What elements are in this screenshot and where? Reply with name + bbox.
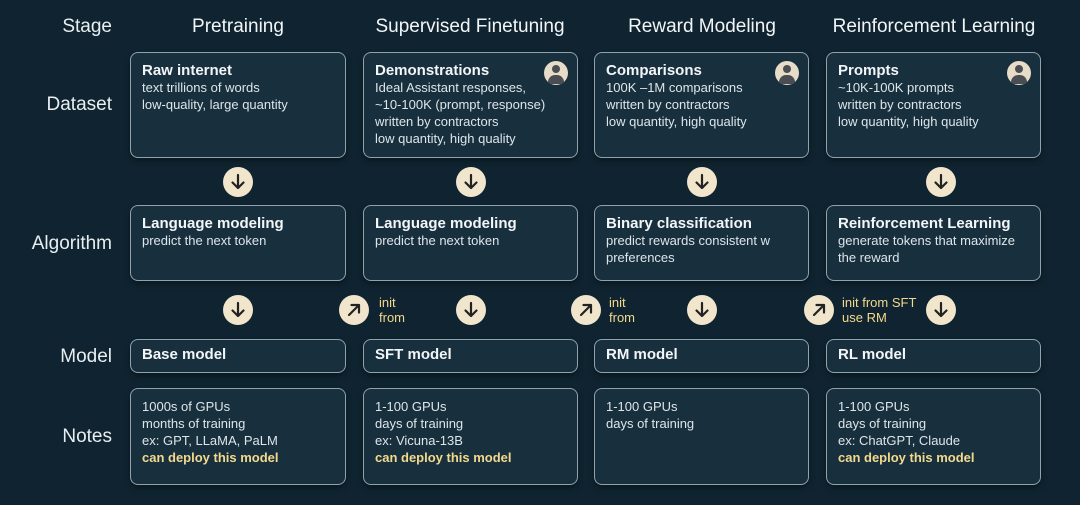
notes-line: days of training (375, 416, 464, 431)
notes-line: 1-100 GPUs (375, 399, 447, 414)
stage-title-rm: Reward Modeling (628, 16, 776, 37)
dataset-title: Demonstrations (375, 62, 490, 79)
algorithm-card-pretraining: Language modeling predict the next token (130, 205, 346, 281)
deploy-note: can deploy this model (375, 450, 512, 465)
init-label-sft: init from (379, 295, 405, 325)
notes-line: ex: Vicuna-13B (375, 433, 463, 448)
stage-title-sft: Supervised Finetuning (375, 16, 565, 37)
notes-line: days of training (606, 416, 695, 431)
arrow-down-icon (456, 295, 486, 325)
dataset-line: low quantity, high quality (375, 131, 516, 146)
model-card-rm: RM model (594, 339, 809, 373)
algorithm-line: generate tokens that maximize (838, 233, 1016, 248)
notes-line: ex: ChatGPT, Claude (838, 433, 961, 448)
dataset-line: written by contractors (375, 114, 499, 129)
row-label-dataset: Dataset (46, 94, 112, 115)
algorithm-line: predict the next token (375, 233, 500, 248)
person-icon (1007, 61, 1031, 85)
notes-line: 1-100 GPUs (606, 399, 678, 414)
dataset-card-rl: Prompts ~10K-100K prompts written by con… (826, 52, 1041, 158)
arrow-up-right-icon (571, 295, 601, 325)
notes-card-rl: 1-100 GPUs days of training ex: ChatGPT,… (826, 388, 1041, 485)
algorithm-title: Binary classification (606, 215, 752, 232)
notes-line: days of training (838, 416, 927, 431)
dataset-line: written by contractors (606, 97, 730, 112)
dataset-line: Ideal Assistant responses, (375, 80, 527, 95)
arrow-down-icon (223, 167, 253, 197)
person-icon (544, 61, 568, 85)
model-card-rl: RL model (826, 339, 1041, 373)
stage-title-rl: Reinforcement Learning (832, 16, 1036, 37)
dataset-line: 100K –1M comparisons (606, 80, 743, 95)
algorithm-line: preferences (606, 250, 675, 265)
algorithm-title: Reinforcement Learning (838, 215, 1011, 232)
init-label-line: init (379, 295, 396, 310)
row-label-model: Model (60, 346, 112, 367)
dataset-card-rm: Comparisons 100K –1M comparisons written… (594, 52, 809, 158)
algorithm-title: Language modeling (375, 215, 517, 232)
dataset-line: ~10K-100K prompts (838, 80, 954, 95)
algorithm-card-rl: Reinforcement Learning generate tokens t… (826, 205, 1041, 281)
dataset-line: written by contractors (838, 97, 962, 112)
init-label-rm: init from (609, 295, 635, 325)
dataset-card-sft: Demonstrations Ideal Assistant responses… (363, 52, 578, 158)
notes-line: 1-100 GPUs (838, 399, 910, 414)
dataset-card-pretraining: Raw internet text trillions of words low… (130, 52, 346, 158)
notes-line: ex: GPT, LLaMA, PaLM (142, 433, 278, 448)
algorithm-line: the reward (838, 250, 900, 265)
dataset-line: low quantity, high quality (606, 114, 747, 129)
arrow-down-icon (926, 295, 956, 325)
deploy-note: can deploy this model (838, 450, 975, 465)
algorithm-card-sft: Language modeling predict the next token (363, 205, 578, 281)
init-label-line: init from SFT (842, 295, 917, 310)
dataset-line: text trillions of words (142, 80, 260, 95)
init-label-line: from (609, 310, 635, 325)
stage-title-pretraining: Pretraining (192, 16, 284, 37)
arrow-down-icon (687, 295, 717, 325)
algorithm-line: predict rewards consistent w (606, 233, 771, 248)
algorithm-line: predict the next token (142, 233, 267, 248)
arrow-up-right-icon (339, 295, 369, 325)
row-label-stage: Stage (62, 16, 112, 37)
algorithm-card-rm: Binary classification predict rewards co… (594, 205, 809, 281)
init-label-line: from (379, 310, 405, 325)
model-name: RL model (838, 346, 907, 363)
arrow-down-icon (223, 295, 253, 325)
person-icon (775, 61, 799, 85)
dataset-title: Comparisons (606, 62, 702, 79)
model-card-sft: SFT model (363, 339, 578, 373)
arrow-up-right-icon (804, 295, 834, 325)
init-label-rl: init from SFT use RM (842, 295, 916, 325)
dataset-line: low quantity, high quality (838, 114, 979, 129)
notes-line: months of training (142, 416, 246, 431)
notes-card-rm: 1-100 GPUs days of training (594, 388, 809, 485)
notes-card-sft: 1-100 GPUs days of training ex: Vicuna-1… (363, 388, 578, 485)
model-name: RM model (606, 346, 678, 363)
dataset-line: ~10-100K (prompt, response) (375, 97, 546, 112)
dataset-title: Prompts (838, 62, 899, 79)
model-card-pretraining: Base model (130, 339, 346, 373)
arrow-down-icon (456, 167, 486, 197)
arrow-down-icon (687, 167, 717, 197)
dataset-line: low-quality, large quantity (142, 97, 288, 112)
model-name: Base model (142, 346, 227, 363)
deploy-note: can deploy this model (142, 450, 279, 465)
row-label-algorithm: Algorithm (31, 233, 112, 254)
notes-line: 1000s of GPUs (142, 399, 231, 414)
algorithm-title: Language modeling (142, 215, 284, 232)
arrow-down-icon (926, 167, 956, 197)
row-label-notes: Notes (62, 426, 112, 447)
model-name: SFT model (375, 346, 452, 363)
notes-card-pretraining: 1000s of GPUs months of training ex: GPT… (130, 388, 346, 485)
init-label-line: use RM (842, 310, 887, 325)
init-label-line: init (609, 295, 626, 310)
dataset-title: Raw internet (142, 62, 233, 79)
